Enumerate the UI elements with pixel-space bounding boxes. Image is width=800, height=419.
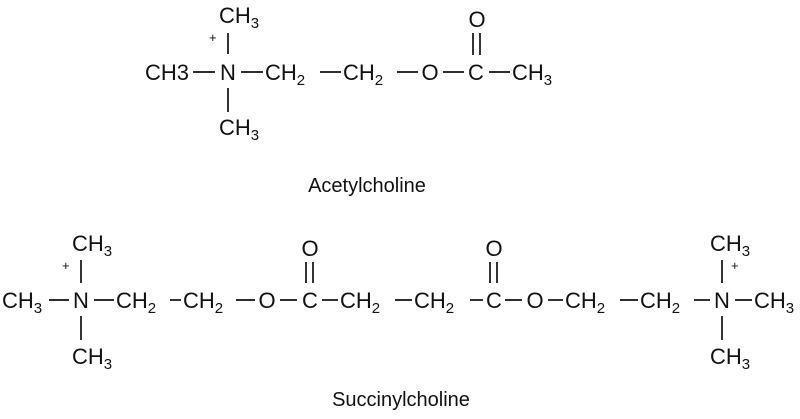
- acetylcholine-structure: CH3 N + CH3 CH3 CH2 CH2 O C O CH3 Acetyl…: [145, 3, 552, 197]
- succinylcholine-label: Succinylcholine: [332, 389, 470, 411]
- atom-carbonyl-oxygen-right: O: [485, 236, 502, 261]
- atom-carbonyl-carbon-right: C: [486, 288, 502, 313]
- atom-ch3-left-top: CH3: [72, 231, 112, 260]
- atom-carbonyl-carbon: C: [468, 60, 484, 85]
- atom-ch3-right-top: CH3: [710, 231, 750, 260]
- atom-ch2-f: CH2: [640, 288, 680, 317]
- atom-ch2-2: CH2: [343, 60, 383, 89]
- atom-nitrogen-right: N: [714, 288, 730, 313]
- atom-ch3-left: CH3: [145, 60, 189, 85]
- atom-ch2-b: CH2: [183, 288, 223, 317]
- atom-ch3-far-right: CH3: [754, 288, 794, 317]
- acetylcholine-label: Acetylcholine: [308, 175, 426, 197]
- positive-charge-right: +: [731, 258, 739, 273]
- positive-charge: +: [209, 30, 217, 45]
- atom-ch2-c: CH2: [340, 288, 380, 317]
- atom-ch2-d: CH2: [414, 288, 454, 317]
- positive-charge-left: +: [62, 258, 70, 273]
- atom-ch3-bottom: CH3: [219, 115, 259, 144]
- atom-oxygen-ester-left: O: [258, 288, 275, 313]
- atom-ch3-left-bottom: CH3: [72, 344, 112, 373]
- atom-nitrogen-left: N: [73, 288, 89, 313]
- atom-ch3-right-bottom: CH3: [710, 344, 750, 373]
- atom-ch3-far-left: CH3: [2, 288, 42, 317]
- atom-ch2-a: CH2: [116, 288, 156, 317]
- atom-ch3-right: CH3: [512, 60, 552, 89]
- atom-carbonyl-carbon-left: C: [302, 288, 318, 313]
- atom-carbonyl-oxygen-left: O: [301, 236, 318, 261]
- atom-carbonyl-oxygen: O: [468, 7, 485, 32]
- atom-ch2-1: CH2: [265, 60, 305, 89]
- succinylcholine-structure: CH3 N + CH3 CH3 CH2 CH2 O C O CH2 CH2 C …: [2, 231, 794, 411]
- atom-ch2-e: CH2: [565, 288, 605, 317]
- atom-nitrogen: N: [220, 60, 236, 85]
- atom-oxygen-ester: O: [421, 60, 438, 85]
- atom-ch3-top: CH3: [219, 3, 259, 32]
- atom-oxygen-ester-right: O: [526, 288, 543, 313]
